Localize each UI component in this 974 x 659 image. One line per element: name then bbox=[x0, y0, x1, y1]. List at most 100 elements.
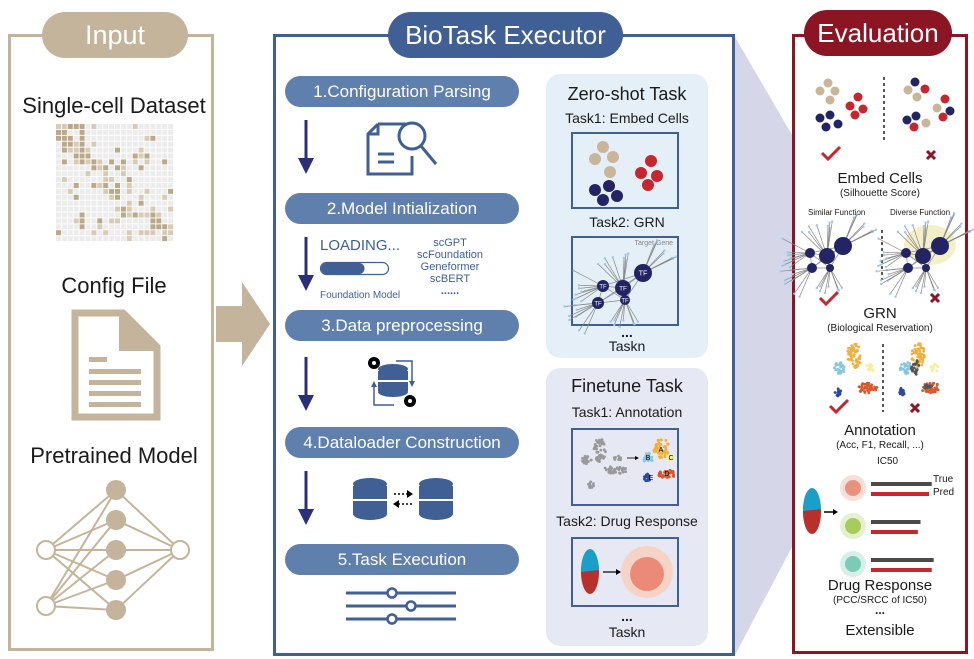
matrix-cell bbox=[56, 165, 61, 171]
tf-node bbox=[826, 264, 834, 272]
matrix-cell bbox=[115, 236, 120, 242]
matrix-cell bbox=[150, 171, 156, 177]
model-list: scGPT scFoundation Geneformer scBERT ...… bbox=[410, 237, 490, 297]
matrix-cell bbox=[56, 124, 61, 129]
matrix-cell bbox=[61, 129, 67, 135]
matrix-cell bbox=[109, 194, 115, 200]
matrix-cell bbox=[168, 135, 174, 141]
matrix-cell bbox=[85, 212, 91, 218]
matrix-cell bbox=[109, 165, 115, 171]
matrix-cell bbox=[162, 224, 168, 230]
true-bar bbox=[871, 482, 932, 486]
matrix-cell bbox=[162, 218, 168, 224]
grn-comparison bbox=[779, 212, 974, 307]
matrix-cell bbox=[144, 124, 150, 129]
database-gear-icon bbox=[368, 357, 416, 407]
tf-node bbox=[931, 237, 949, 255]
matrix-cell bbox=[91, 153, 97, 159]
matrix-cell bbox=[120, 141, 126, 147]
cluster-label: C bbox=[668, 455, 673, 462]
matrix-cell bbox=[67, 124, 73, 129]
matrix-cell bbox=[144, 141, 150, 147]
matrix-cell bbox=[109, 153, 115, 159]
matrix-cell bbox=[85, 230, 91, 236]
matrix-cell bbox=[156, 124, 162, 129]
matrix-cell bbox=[97, 165, 103, 171]
eval-grn-label: GRN bbox=[863, 305, 897, 322]
matrix-cell bbox=[120, 129, 126, 135]
matrix-cell bbox=[97, 159, 103, 165]
cluster-label: D bbox=[664, 471, 669, 478]
matrix-cell bbox=[73, 159, 79, 165]
matrix-cell bbox=[97, 212, 103, 218]
matrix-cell bbox=[132, 212, 138, 218]
matrix-cell bbox=[109, 141, 115, 147]
matrix-cell bbox=[162, 177, 168, 183]
matrix-cell bbox=[156, 141, 162, 147]
matrix-cell bbox=[67, 224, 73, 230]
matrix-cell bbox=[91, 177, 97, 183]
matrix-cell bbox=[162, 124, 168, 129]
matrix-cell bbox=[97, 147, 103, 153]
matrix-cell bbox=[126, 200, 132, 206]
matrix-cell bbox=[73, 236, 79, 242]
matrix-cell bbox=[138, 194, 144, 200]
cell-inner bbox=[845, 480, 861, 496]
matrix-cell bbox=[91, 159, 97, 165]
matrix-cell bbox=[109, 200, 115, 206]
matrix-cell bbox=[85, 129, 91, 135]
matrix-cell bbox=[61, 124, 67, 129]
matrix-cell bbox=[91, 212, 97, 218]
matrix-cell bbox=[126, 153, 132, 159]
matrix-cell bbox=[168, 206, 174, 212]
model-item: scBERT bbox=[429, 273, 471, 285]
matrix-cell bbox=[109, 212, 115, 218]
pred-bar bbox=[871, 530, 918, 534]
matrix-cell bbox=[156, 171, 162, 177]
cluster-label: E bbox=[649, 475, 654, 482]
matrix-cell bbox=[61, 236, 67, 242]
matrix-cell bbox=[150, 135, 156, 141]
matrix-cell bbox=[61, 171, 67, 177]
step-dataloader-construction: 4.Dataloader Construction bbox=[285, 427, 519, 458]
matrix-cell bbox=[91, 135, 97, 141]
matrix-cell bbox=[138, 141, 144, 147]
matrix-cell bbox=[61, 183, 67, 188]
matrix-cell bbox=[126, 230, 132, 236]
database-icon bbox=[419, 478, 453, 520]
matrix-cell bbox=[115, 147, 120, 153]
matrix-cell bbox=[138, 183, 144, 188]
matrix-cell bbox=[97, 188, 103, 194]
matrix-cell bbox=[79, 147, 85, 153]
matrix-cell bbox=[162, 135, 168, 141]
matrix-cell bbox=[156, 230, 162, 236]
matrix-cell bbox=[168, 129, 174, 135]
similar-function-label: Similar Function bbox=[808, 208, 866, 217]
matrix-cell bbox=[109, 159, 115, 165]
annotation-comparison bbox=[828, 342, 940, 415]
matrix-heatmap-icon bbox=[56, 124, 174, 242]
matrix-cell bbox=[132, 177, 138, 183]
matrix-cell bbox=[150, 200, 156, 206]
matrix-cell bbox=[132, 188, 138, 194]
tf-label: TF bbox=[639, 269, 648, 278]
finetune-task1-label: Task1: Annotation bbox=[571, 404, 683, 420]
matrix-cell bbox=[144, 129, 150, 135]
matrix-cell bbox=[168, 159, 174, 165]
matrix-cell bbox=[120, 124, 126, 129]
diverse-function-label: Diverse Function bbox=[890, 208, 951, 217]
matrix-cell bbox=[138, 206, 144, 212]
matrix-cell bbox=[67, 230, 73, 236]
matrix-cell bbox=[109, 124, 115, 129]
matrix-cell bbox=[67, 177, 73, 183]
eval-embed-metric: (Silhouette Score) bbox=[839, 188, 921, 199]
matrix-cell bbox=[144, 165, 150, 171]
nn-hidden-node bbox=[106, 510, 126, 530]
tf-node bbox=[834, 237, 852, 255]
matrix-cell bbox=[168, 218, 174, 224]
matrix-cell bbox=[144, 194, 150, 200]
matrix-cell bbox=[73, 194, 79, 200]
matrix-cell bbox=[79, 206, 85, 212]
matrix-cell bbox=[162, 236, 168, 242]
matrix-cell bbox=[103, 124, 109, 129]
